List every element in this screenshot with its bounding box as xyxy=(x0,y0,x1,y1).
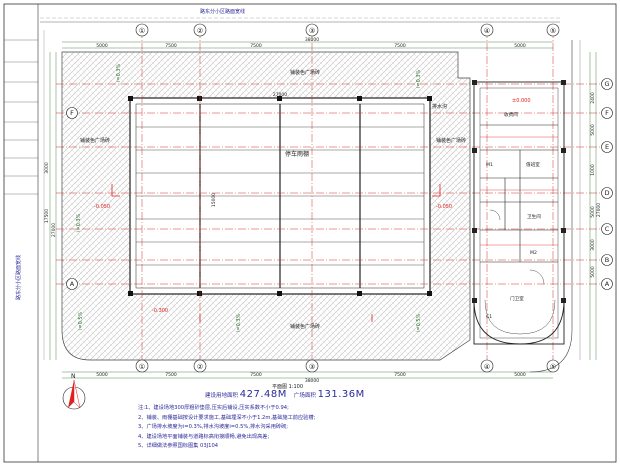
slope-bottom-right: i=0.5% xyxy=(416,313,422,332)
room-label-1: 收费间 xyxy=(504,111,518,118)
note-line-1: 注:1、建设场地300厚粗砂垫层,压实后铺设,压实系数不小于0.94; xyxy=(138,405,289,411)
dim-inner-width: 27000 xyxy=(273,92,287,98)
elev-right: -0.050 xyxy=(436,204,452,210)
elev-top-right: ±0.000 xyxy=(512,98,531,104)
col-bubble-3: ③ xyxy=(309,27,315,35)
canopy-structure xyxy=(128,96,432,296)
dim-top-total: 38000 xyxy=(305,37,319,43)
row-bubble-d: D xyxy=(604,189,609,197)
row-bubble-f: F xyxy=(605,109,609,117)
note-line-4: 4、建设场地平面铺装与道路标高衔接顺畅,避免出现高差; xyxy=(138,433,270,440)
grid-lines xyxy=(56,30,600,366)
row-bubble-b: B xyxy=(605,256,609,264)
top-road-label: 路东分小区路面宽线 xyxy=(200,8,245,15)
dim-top-3: 7500 xyxy=(250,43,262,49)
right-road-edge xyxy=(529,40,573,373)
grid-row-bubbles: A F G F E D C B A xyxy=(66,78,613,290)
dim-bottom-1: 5000 xyxy=(96,372,108,378)
scale-label: 平面图 1:100 xyxy=(272,384,303,390)
col-bubble-4: ④ xyxy=(484,27,490,35)
paving-annotations: 铺装色广场砖 铺装色广场砖 铺装色广场砖 铺装色广场砖 排水沟 i=0.3% i… xyxy=(76,63,531,332)
north-label: N xyxy=(71,373,76,380)
slope-top-right: i=0.3% xyxy=(416,69,422,88)
dim-right-3: 1000 xyxy=(590,164,596,176)
dim-top-2: 7500 xyxy=(165,43,177,49)
slope-top: i=0.3% xyxy=(116,63,122,82)
dimension-text: 38000 5000 7500 7500 7500 5000 5000 7500… xyxy=(44,37,602,384)
note-line-3: 3、广场排水坡度为i=0.3%,排水沟坡度i=0.5%,排水沟采用砖砌; xyxy=(138,424,289,430)
dim-top-1: 5000 xyxy=(96,43,108,49)
notes-block: 注:1、建设场地300厚粗砂垫层,压实后铺设,压实系数不小于0.94; 2、铺装… xyxy=(138,404,578,452)
north-arrow: N xyxy=(62,373,86,410)
dim-bottom-3: 7500 xyxy=(250,372,262,378)
col-bubble-2-bottom: ② xyxy=(197,363,203,371)
dim-inner-height: 15000 xyxy=(211,193,217,207)
dim-bottom-5: 5000 xyxy=(514,372,526,378)
paving-label-bottom: 铺装色广场砖 xyxy=(290,323,320,330)
elev-left: -0.050 xyxy=(94,204,110,210)
row-bubble-c: C xyxy=(605,225,610,233)
slope-left: i=0.3% xyxy=(76,213,82,232)
note-line-5: 5、详细做法参照国标图集 03J104 xyxy=(138,443,219,449)
row-bubble-f-left: F xyxy=(70,109,74,117)
area-label-2: 广场面积 xyxy=(293,393,316,399)
dim-right-6: 5000 xyxy=(590,266,596,278)
col-bubble-1-bottom: ① xyxy=(139,363,145,371)
row-bubble-e: E xyxy=(605,143,609,151)
dim-top-4: 7500 xyxy=(394,43,406,49)
row-bubble-a: A xyxy=(605,280,610,288)
col-bubble-3-bottom: ③ xyxy=(309,363,315,371)
side-road-label: 路东分小区路面宽线 xyxy=(15,255,22,300)
mark-m2: M2 xyxy=(530,250,537,256)
dim-bottom-2: 7500 xyxy=(165,372,177,378)
dim-right-2: 5000 xyxy=(590,124,596,136)
mark-m1: M1 xyxy=(486,162,493,168)
col-bubble-4-bottom: ④ xyxy=(484,363,490,371)
col-bubble-5: ⑤ xyxy=(550,27,556,35)
slope-bottom-mid: i=0.3% xyxy=(236,313,242,332)
dimension-lines xyxy=(49,41,597,379)
section-markers xyxy=(111,184,441,322)
mark-c1: C1 xyxy=(486,314,492,320)
dim-top-5: 5000 xyxy=(514,43,526,49)
dim-left-3: 27000 xyxy=(51,223,57,237)
paving-label-left: 铺装色广场砖 xyxy=(80,137,110,144)
note-line-2: 2、铺装、雨棚基础按设计要求施工,基础埋深不小于1.2m,基础施工前应验槽; xyxy=(138,414,316,421)
row-bubble-a-left: A xyxy=(70,280,75,288)
slope-bottom-left: i=0.5% xyxy=(78,311,84,330)
gatehouse-building xyxy=(472,80,566,345)
room-label-2: 值班室 xyxy=(526,161,540,168)
dim-left-1: 3000 xyxy=(44,162,50,174)
dim-right-1: 2400 xyxy=(590,92,596,104)
row-bubble-g: G xyxy=(604,80,609,88)
dim-right-total: 27000 xyxy=(596,203,602,217)
paving-label-right: 铺装色广场砖 xyxy=(436,137,466,144)
area-value-2: 131.36M xyxy=(317,389,365,400)
title-strip xyxy=(4,39,38,195)
col-bubble-5-bottom: ⑤ xyxy=(550,363,556,371)
room-label-3: 卫生间 xyxy=(527,213,541,220)
paving-label-top: 铺装色广场砖 xyxy=(290,69,320,76)
sheet-frame xyxy=(3,3,617,463)
elev-bottom: -0.300 xyxy=(152,308,168,314)
dim-right-5: 3000 xyxy=(590,239,596,251)
area-value-1: 427.48M xyxy=(239,389,287,400)
dim-bottom-4: 7500 xyxy=(394,372,406,378)
drain-label: 排水沟 xyxy=(432,103,447,110)
col-bubble-2: ② xyxy=(197,27,203,35)
dim-bottom-total: 38000 xyxy=(305,378,319,384)
col-bubble-1: ① xyxy=(139,27,145,35)
dim-right-4: 5000 xyxy=(590,206,596,218)
dim-left-2: 17500 xyxy=(44,209,50,223)
gatehouse-labels: 收费间 值班室 卫生间 门卫室 M1 M2 C1 xyxy=(486,111,541,320)
room-label-4: 门卫室 xyxy=(510,295,524,302)
area-summary: 建设用地面积 427.48M 广场面积 131.36M xyxy=(205,389,365,400)
canopy-label: 停车雨棚 xyxy=(285,150,309,158)
area-label-1: 建设用地面积 xyxy=(205,393,239,399)
